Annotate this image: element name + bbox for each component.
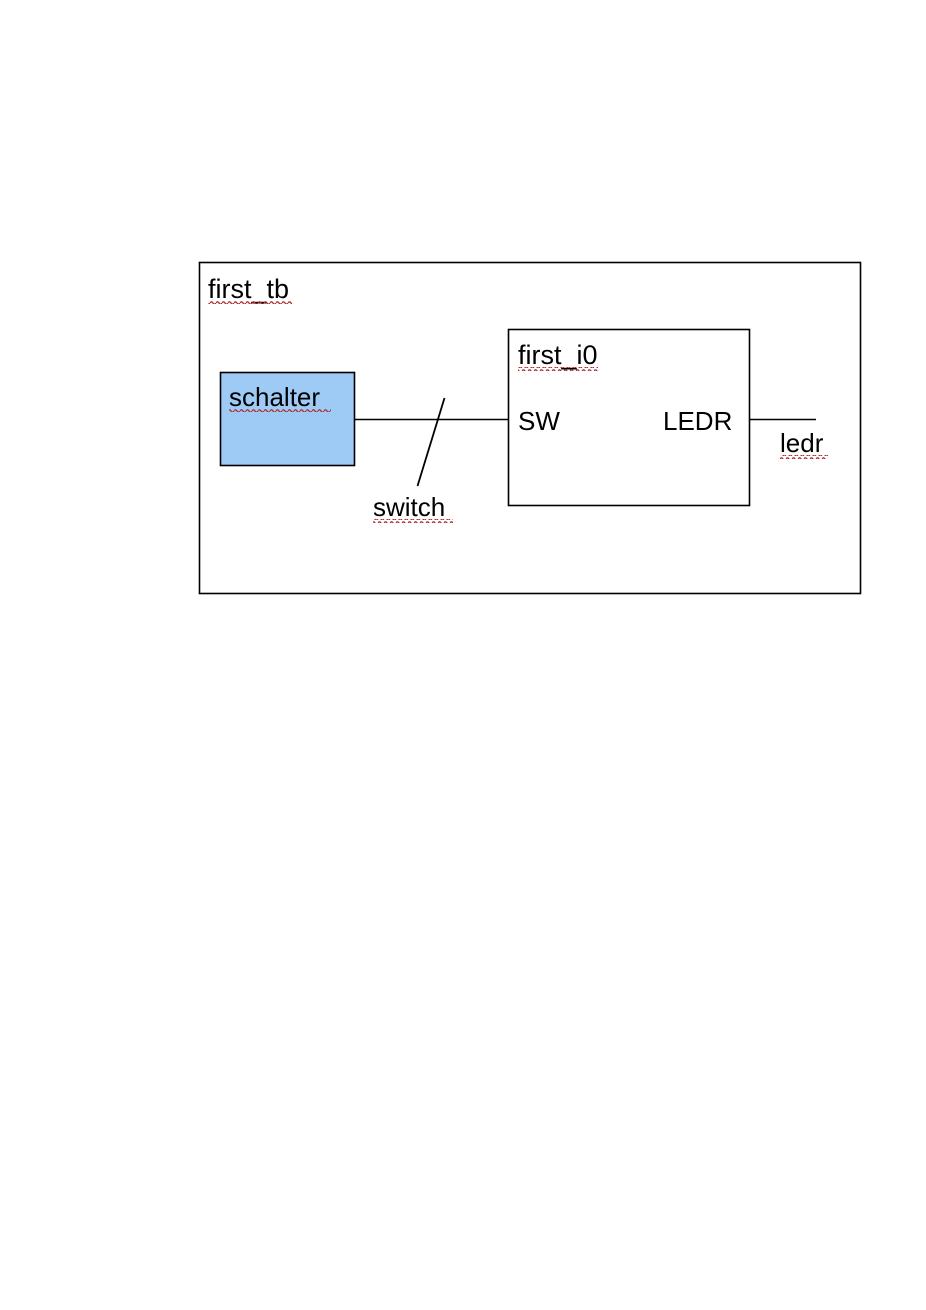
instance-block-first-i0[interactable] [507, 328, 751, 507]
outer-block-label: first_tb [208, 274, 289, 304]
port-label-ledr: LEDR [663, 406, 732, 436]
bus-slash-switch-icon [416, 397, 446, 487]
stimulus-block-schalter[interactable] [219, 371, 356, 467]
spell-underline-first-i0 [518, 367, 598, 371]
spell-underline-switch [373, 519, 453, 523]
spell-underline-schalter [229, 409, 331, 413]
instance-block-label: first_i0 [518, 340, 598, 370]
port-label-sw: SW [518, 406, 560, 436]
stimulus-block-label: schalter [229, 382, 320, 412]
signal-label-switch: switch [373, 492, 445, 522]
spell-underline-ledr [780, 455, 828, 459]
signal-label-ledr: ledr [780, 428, 824, 458]
spell-underline-first-tb [208, 301, 292, 305]
